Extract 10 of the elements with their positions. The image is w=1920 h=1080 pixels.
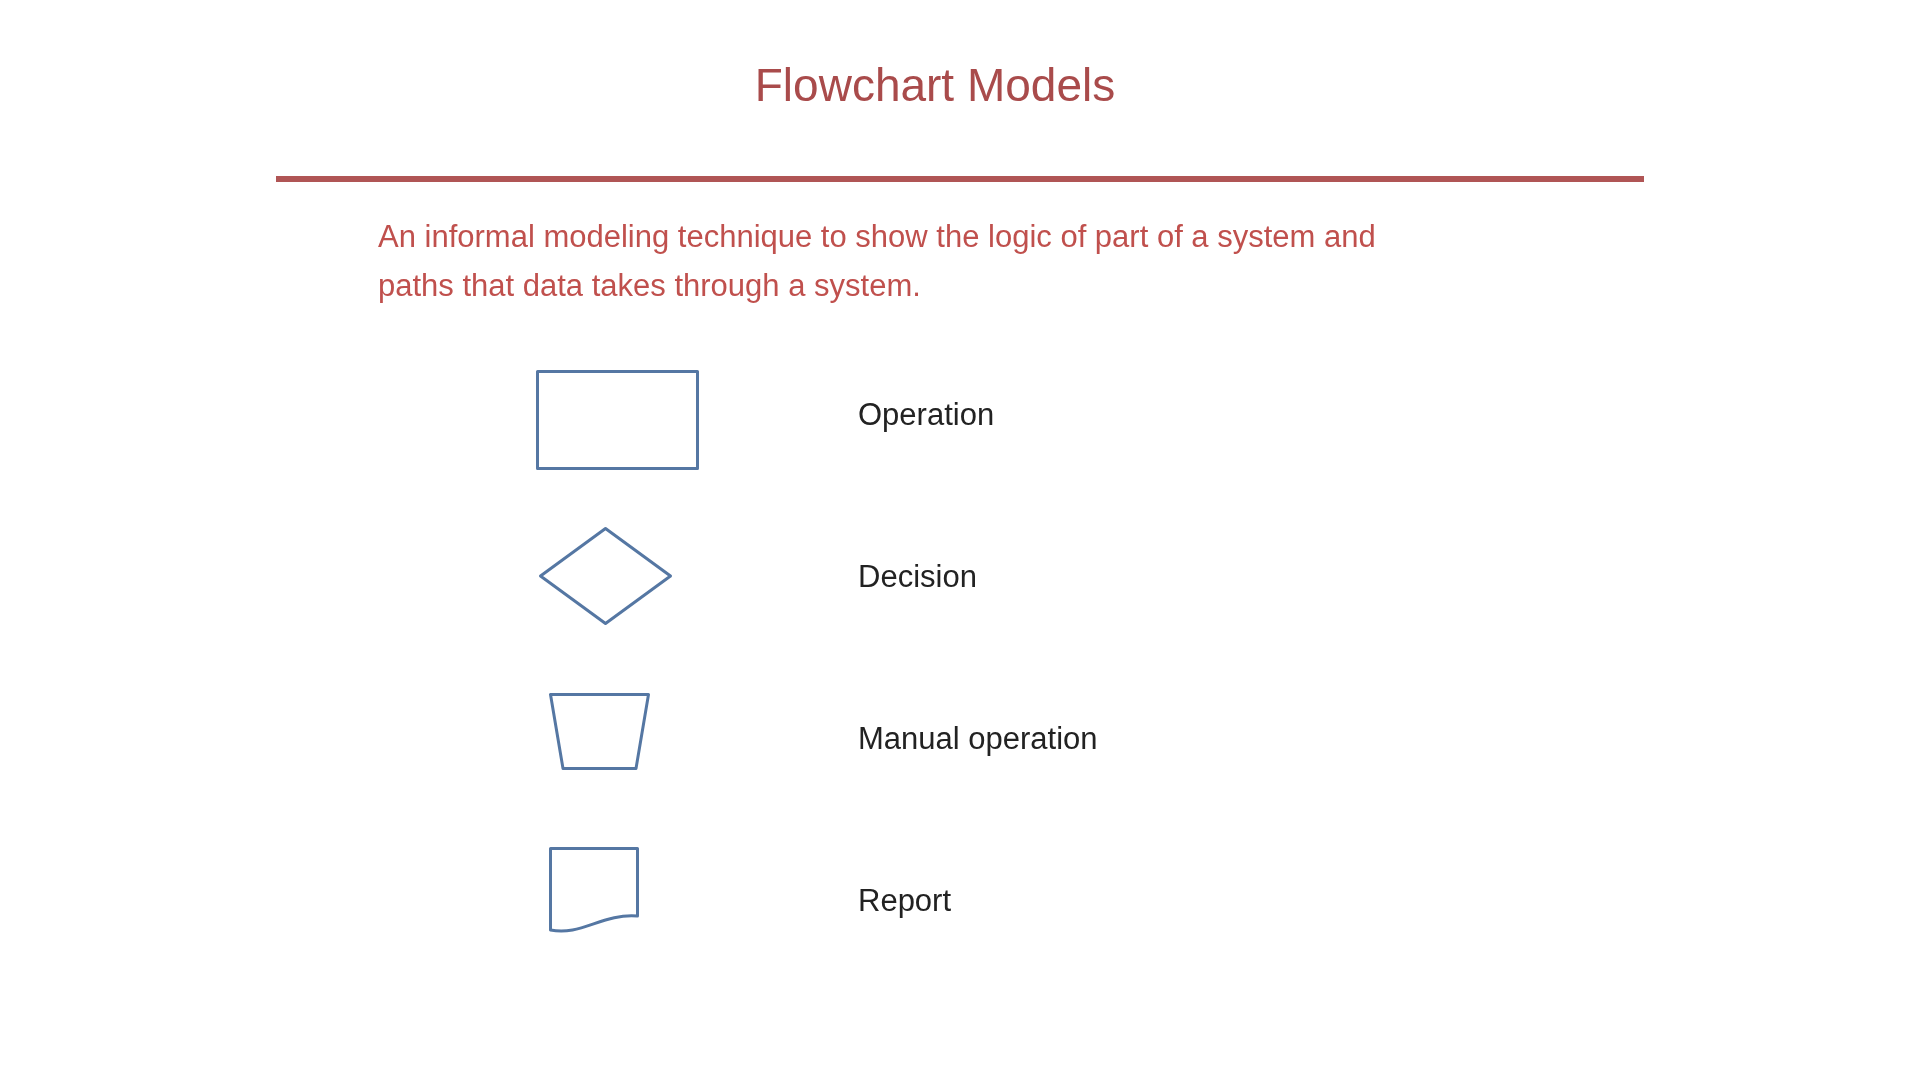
symbol-label: Manual operation [858,721,1098,757]
rectangle-symbol [536,370,699,470]
symbol-label: Report [858,883,952,919]
diamond-symbol [539,527,672,625]
trapezoid-symbol [549,693,650,770]
symbol-label: Operation [858,397,995,433]
description-text: An informal modeling technique to show the logic of part of a system and paths that data takes through a system. [378,218,1377,305]
slide-title: Flowchart Models [753,58,1117,112]
symbol-label: Decision [858,559,977,595]
document-symbol [549,847,639,933]
